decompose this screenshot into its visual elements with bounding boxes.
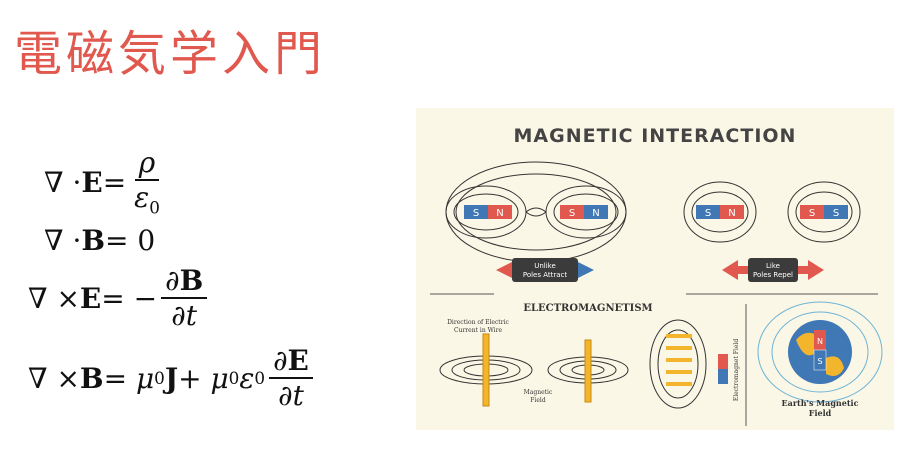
like-label: Like Poles Repel: [722, 258, 824, 282]
magnet-3-s: S: [705, 208, 711, 219]
eq4-field: B: [79, 361, 104, 395]
magnet-left-2: S N: [560, 205, 608, 219]
earth-diagram: N S Earth's Magnetic Field: [757, 301, 883, 418]
magnet-4-s: S: [809, 208, 815, 219]
eq4-mu-sub: 0: [154, 368, 165, 389]
eq2-rhs: = 0: [105, 224, 156, 257]
eq4-mu2-sub: 0: [228, 368, 240, 389]
equation-gauss-magnetic: ∇ · B = 0: [44, 224, 155, 257]
eq4-current: J: [164, 361, 179, 395]
svg-text:N: N: [817, 337, 823, 346]
magnetic-interaction-figure: MAGNETIC INTERACTION S N S N: [416, 108, 894, 430]
eq3-fraction: ∂B ∂t: [161, 266, 208, 333]
magnet-4-s2: S: [833, 208, 839, 219]
eq1-field: E: [81, 166, 103, 200]
eq4-eps: ε: [239, 361, 255, 395]
eq4-numerator: ∂E: [269, 346, 313, 380]
figure-canvas: MAGNETIC INTERACTION S N S N: [430, 125, 883, 426]
eq4-lhs: ∇ ×: [28, 361, 80, 395]
electromagnet-coil: Electromagnet Field: [649, 319, 740, 409]
svg-text:S: S: [817, 357, 822, 366]
eq4-denominator: ∂t: [278, 379, 304, 413]
eq4-eps-sub: 0: [254, 368, 266, 389]
magnet-1-n: N: [496, 208, 503, 219]
equation-faraday: ∇ × E = − ∂B ∂t: [28, 266, 211, 331]
eq1-lhs: ∇ ·: [44, 166, 82, 200]
wire-diagram-2: Magnetic Field: [524, 339, 629, 404]
section-electromagnetism: ELECTROMAGNETISM: [523, 303, 652, 314]
magnet-1-s: S: [473, 208, 479, 219]
eq1-numerator: ρ: [134, 148, 160, 182]
eq3-lhs: ∇ ×: [28, 281, 80, 315]
eq3-numerator: ∂B: [161, 266, 208, 300]
magnet-left-1: S N: [464, 205, 512, 219]
magnet-right-2: S S: [800, 205, 848, 219]
svg-text:Field: Field: [809, 408, 832, 418]
svg-text:Current in Wire: Current in Wire: [454, 327, 502, 334]
svg-text:Poles Attract: Poles Attract: [523, 271, 568, 279]
wire-diagram-1: Direction of Electric Current in Wire: [439, 319, 533, 407]
svg-text:Poles Repel: Poles Repel: [753, 271, 793, 279]
eq3-denominator: ∂t: [171, 299, 198, 333]
eq1-denominator: ε0: [134, 181, 160, 218]
svg-text:Earth's Magnetic: Earth's Magnetic: [782, 398, 859, 408]
figure-heading: MAGNETIC INTERACTION: [514, 125, 797, 147]
svg-text:Like: Like: [766, 262, 780, 270]
eq4-equals: = μ: [103, 361, 155, 395]
eq2-field: B: [81, 224, 106, 257]
svg-text:Unlike: Unlike: [534, 262, 556, 270]
eq3-equals: = −: [101, 281, 158, 315]
svg-text:Field: Field: [530, 397, 546, 404]
unlike-label: Unlike Poles Attract: [496, 258, 594, 282]
slide-title: 電磁気学入門: [14, 26, 327, 82]
equation-gauss-electric: ∇ · E = ρ ε0: [44, 148, 168, 218]
eq1-fraction: ρ ε0: [130, 148, 164, 218]
magnet-2-n: N: [592, 208, 599, 219]
eq4-fraction: ∂E ∂t: [269, 346, 313, 411]
eq1-equals: =: [102, 166, 127, 200]
eq2-lhs: ∇ ·: [44, 224, 82, 257]
svg-text:Magnetic: Magnetic: [524, 389, 553, 396]
magnet-2-s: S: [569, 208, 575, 219]
svg-text:Direction of Electric: Direction of Electric: [447, 319, 509, 326]
eq3-field: E: [79, 281, 102, 315]
magnet-3-n: N: [728, 208, 735, 219]
maxwell-equations: ∇ · E = ρ ε0 ∇ · B = 0 ∇ × E = − ∂B ∂t ∇…: [18, 140, 418, 430]
eq4-plus: + μ: [178, 361, 229, 395]
magnet-right-1: S N: [696, 205, 744, 219]
like-field-lines: [683, 181, 861, 243]
svg-text:Electromagnet Field: Electromagnet Field: [733, 339, 740, 401]
